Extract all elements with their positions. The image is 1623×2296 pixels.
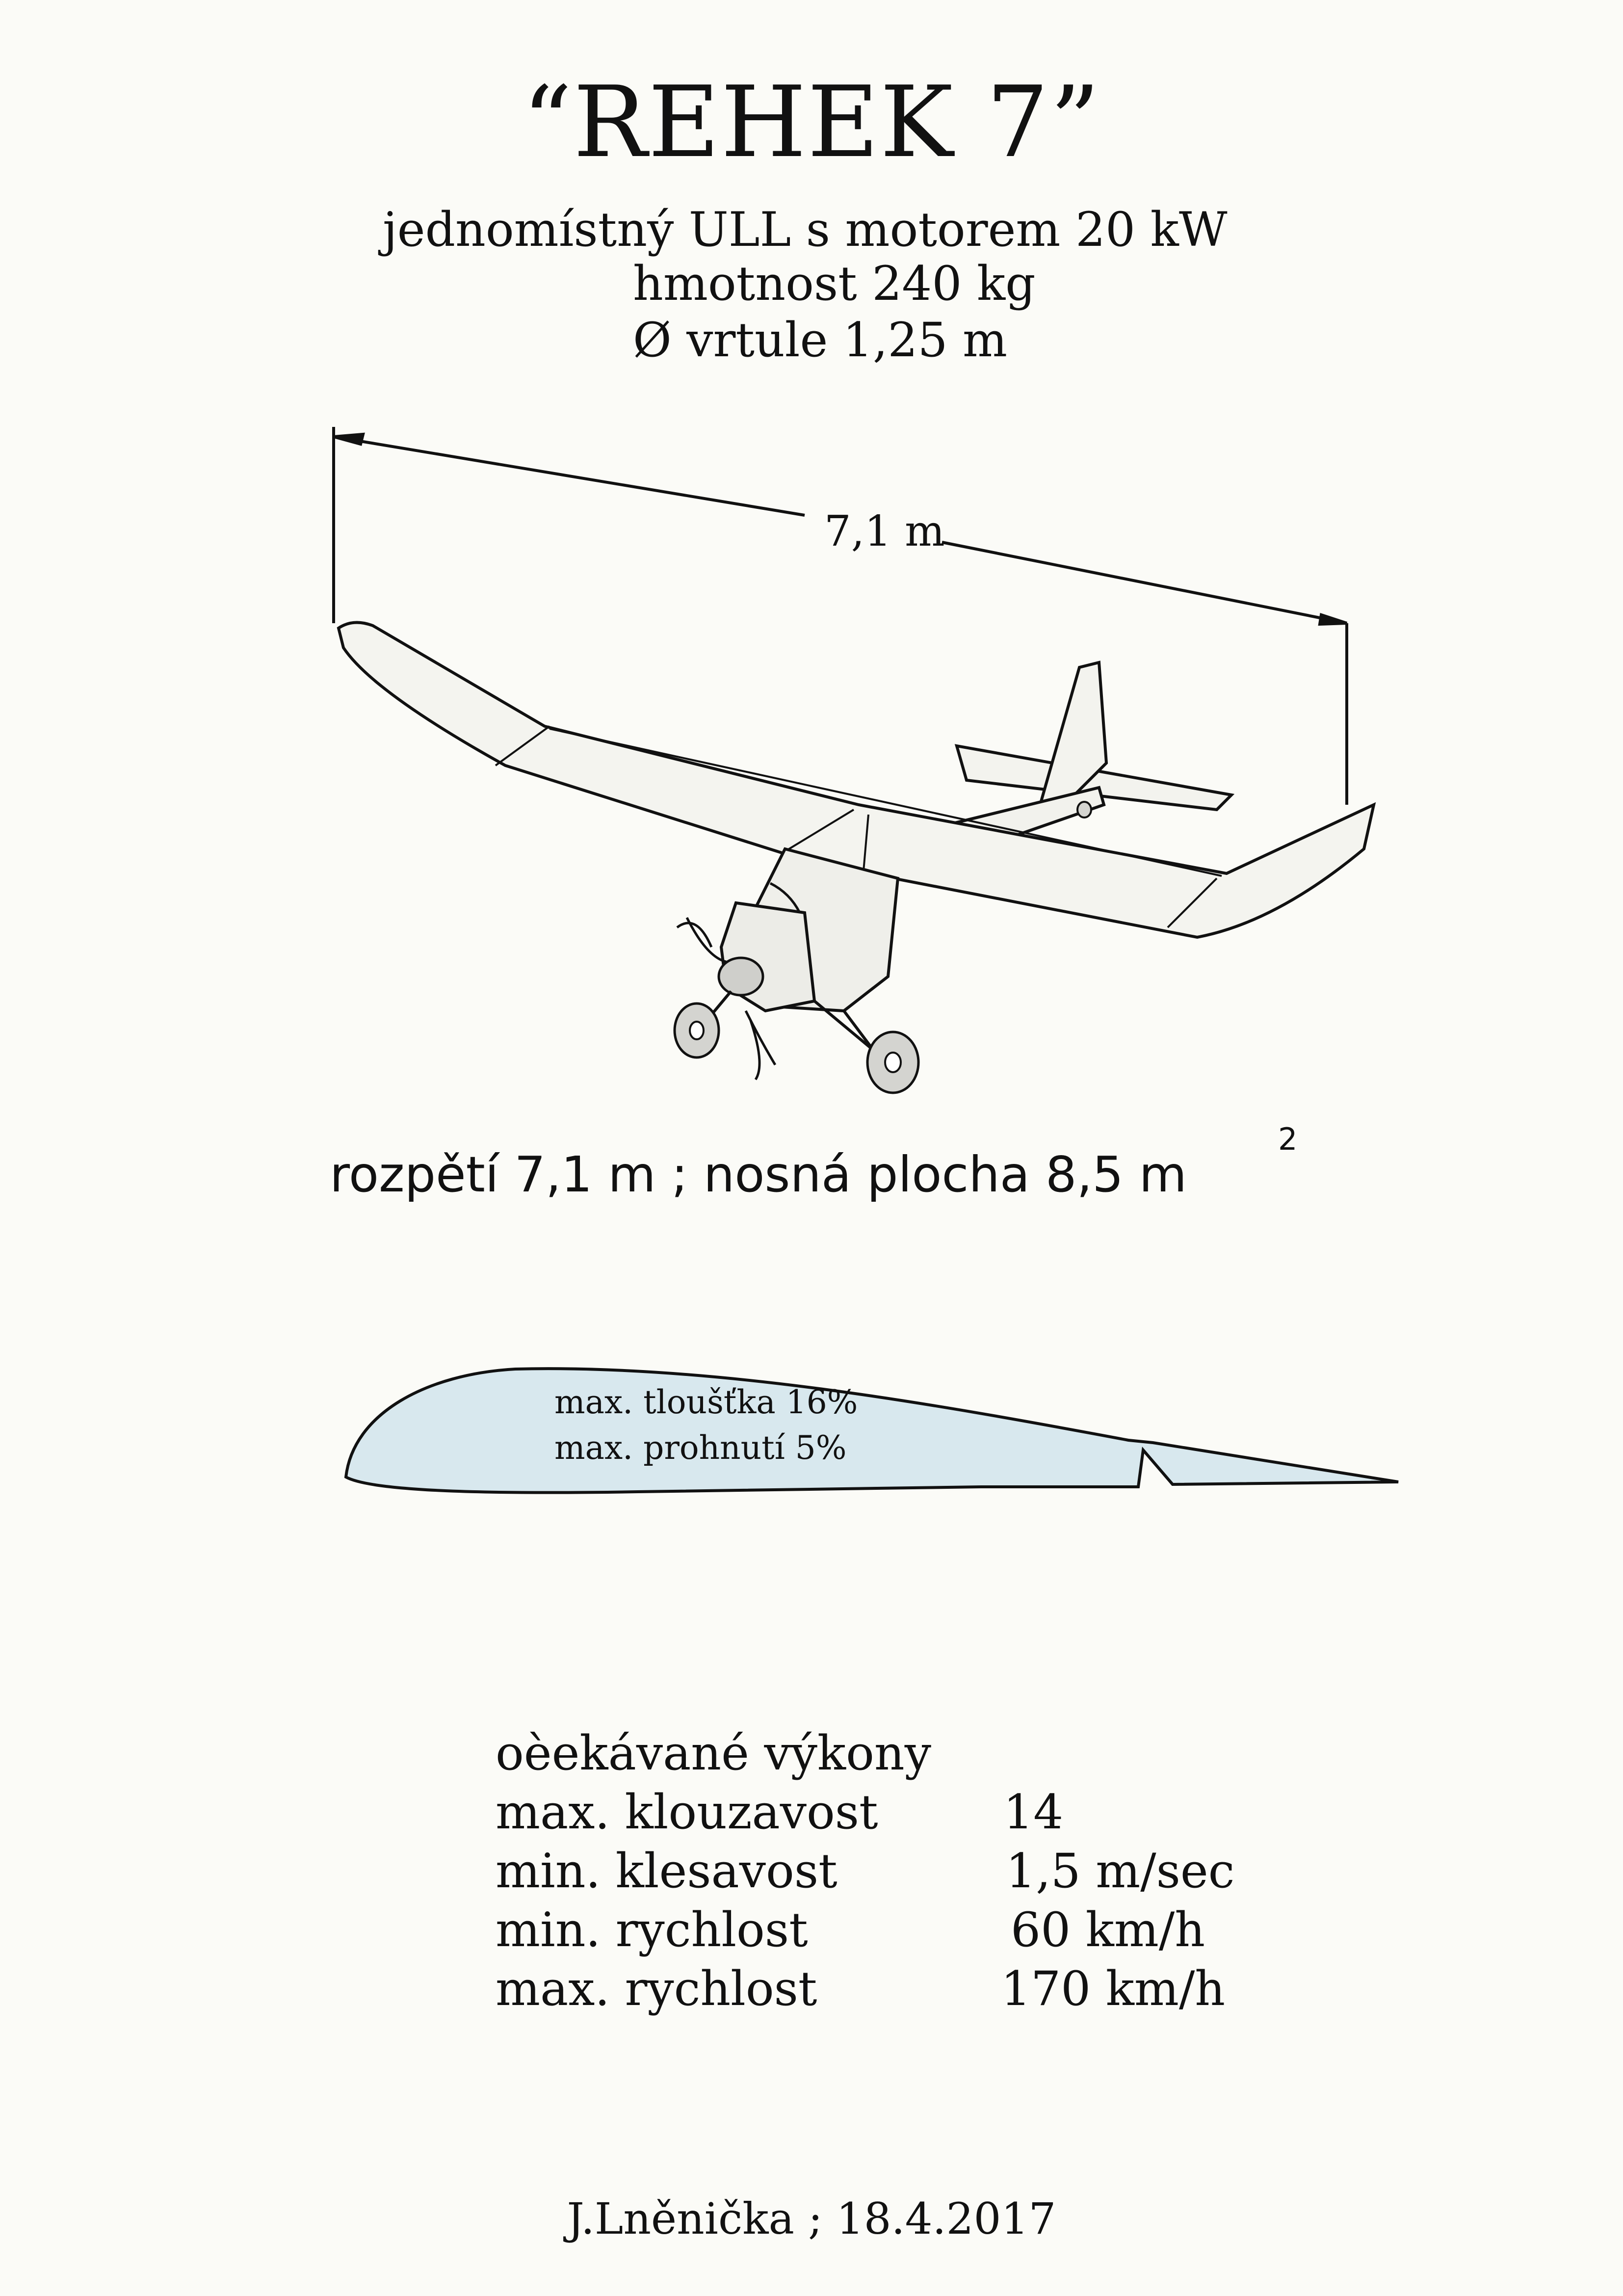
performance-row-value: 14 — [1003, 1785, 1064, 1840]
span-label: 7,1 m — [824, 507, 945, 556]
performance-row-value: 170 km/h — [1001, 1961, 1226, 2016]
propeller-subtitle: Ø vrtule 1,25 m — [633, 313, 1008, 368]
performance-row-label: max. rychlost — [496, 1961, 817, 2016]
performance-row-label: min. rychlost — [496, 1902, 808, 1957]
page-title: “REHEK 7” — [522, 65, 1101, 180]
propeller-spinner — [717, 956, 764, 997]
area-superscript: 2 — [1278, 1121, 1298, 1157]
performance-row-value: 1,5 m/sec — [1006, 1844, 1235, 1899]
performance-row-value: 60 km/h — [1011, 1902, 1205, 1957]
tail-wheel — [1076, 801, 1092, 818]
span-dimension-line — [332, 427, 1348, 805]
weight-subtitle: hmotnost 240 kg — [633, 256, 1036, 311]
performance-heading: oèekávané výkony — [496, 1726, 931, 1781]
nose-wheel — [673, 1002, 720, 1059]
performance-row-label: max. klouzavost — [496, 1785, 878, 1840]
main-wheel — [866, 1030, 920, 1094]
author-signature: J.Lněnička ; 18.4.2017 — [567, 2193, 1056, 2244]
propeller — [676, 882, 801, 1081]
airfoil-camber: max. prohnutí 5% — [554, 1429, 847, 1467]
performance-row-label: min. klesavost — [496, 1844, 838, 1899]
horizontal-stabilizer — [954, 744, 1235, 812]
engine-subtitle: jednomístný ULL s motorem 20 kW — [383, 202, 1228, 257]
main-wing — [337, 621, 1376, 939]
airfoil-section — [344, 1367, 1399, 1494]
airfoil-thickness: max. tloušťka 16% — [554, 1383, 858, 1421]
wing-specs: rozpětí 7,1 m ; nosná plocha 8,5 m — [330, 1146, 1187, 1203]
